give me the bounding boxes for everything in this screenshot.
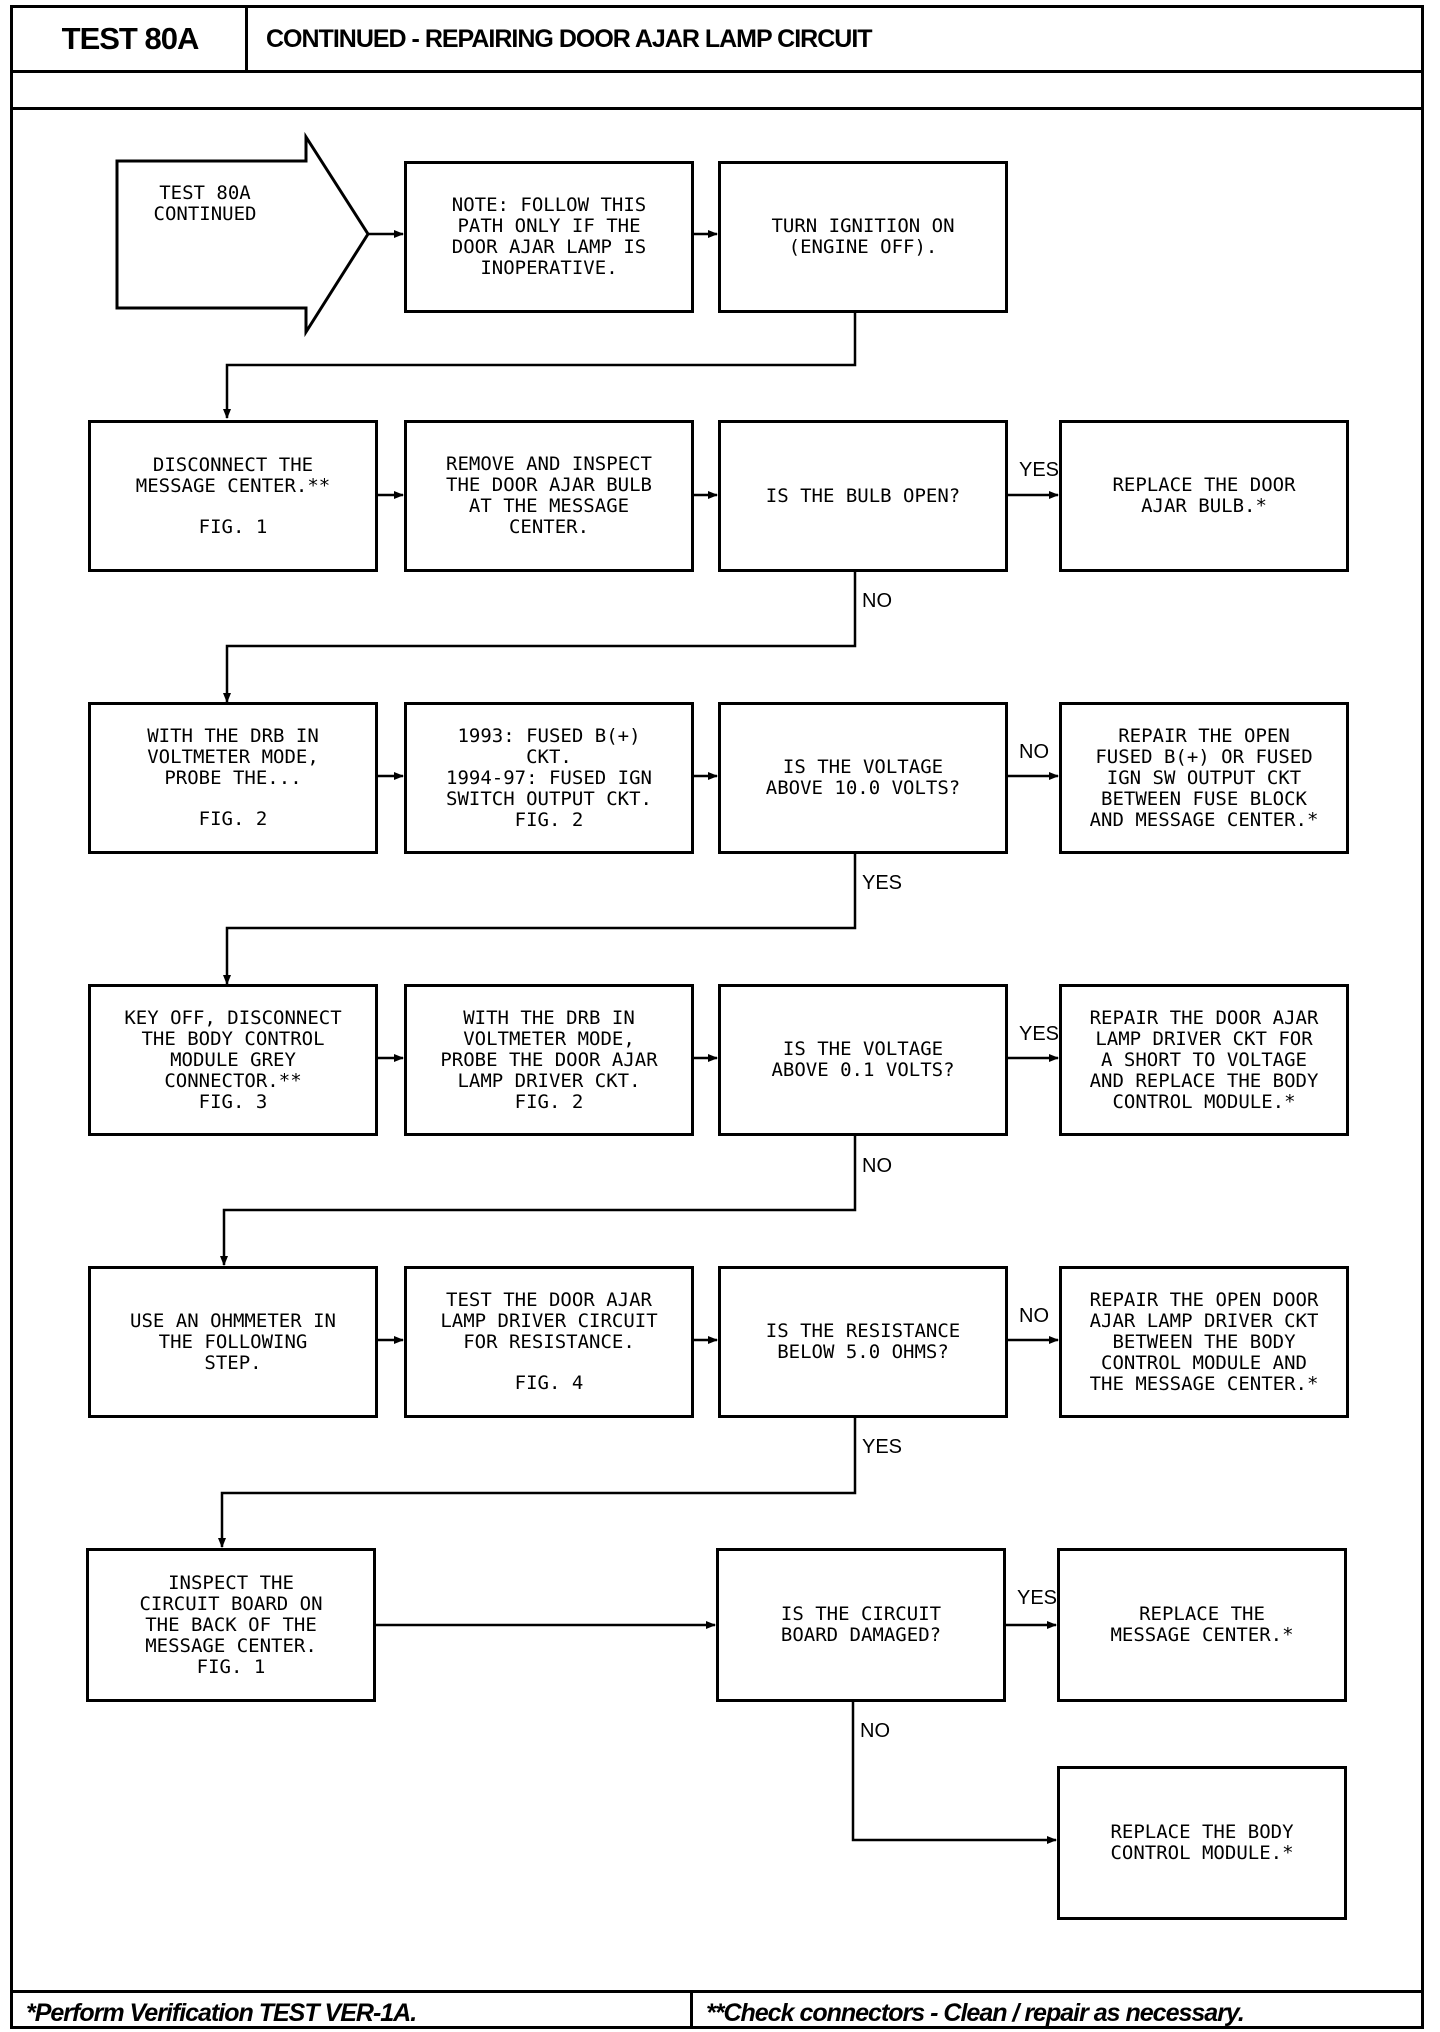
yes-label: YES xyxy=(1019,459,1060,481)
probe-lamp-driver-box: WITH THE DRB IN VOLTMETER MODE, PROBE TH… xyxy=(404,984,694,1136)
header-divider xyxy=(10,5,1424,73)
repair-open-driver-box: REPAIR THE OPEN DOOR AJAR LAMP DRIVER CK… xyxy=(1059,1266,1349,1418)
disconnect-message-center-box: DISCONNECT THE MESSAGE CENTER.** FIG. 1 xyxy=(88,420,378,572)
page-title: CONTINUED - REPAIRING DOOR AJAR LAMP CIR… xyxy=(266,24,873,53)
body-inner-border xyxy=(10,107,1424,1993)
fused-circuit-box: 1993: FUSED B(+) CKT. 1994-97: FUSED IGN… xyxy=(404,702,694,854)
no-label: NO xyxy=(862,590,892,612)
fig-reference: FIG. 4 xyxy=(514,1372,584,1394)
replace-bulb-box: REPLACE THE DOOR AJAR BULB.* xyxy=(1059,420,1349,572)
no-label: NO xyxy=(862,1155,892,1177)
repair-short-box: REPAIR THE DOOR AJAR LAMP DRIVER CKT FOR… xyxy=(1059,984,1349,1136)
no-label: NO xyxy=(1019,741,1049,763)
inspect-circuit-board-box: INSPECT THE CIRCUIT BOARD ON THE BACK OF… xyxy=(86,1548,376,1702)
bulb-open-question-box: IS THE BULB OPEN? xyxy=(718,420,1008,572)
key-off-disconnect-box: KEY OFF, DISCONNECT THE BODY CONTROL MOD… xyxy=(88,984,378,1136)
yes-label: YES xyxy=(1017,1587,1058,1609)
voltmeter-probe-box: WITH THE DRB IN VOLTMETER MODE, PROBE TH… xyxy=(88,702,378,854)
resistance-test-box: TEST THE DOOR AJAR LAMP DRIVER CIRCUIT F… xyxy=(404,1266,694,1418)
no-label: NO xyxy=(860,1720,890,1742)
start-label: TEST 80A CONTINUED xyxy=(153,182,257,225)
voltage-0-1-question-box: IS THE VOLTAGE ABOVE 0.1 VOLTS? xyxy=(718,984,1008,1136)
replace-message-center-box: REPLACE THE MESSAGE CENTER.* xyxy=(1057,1548,1347,1702)
footer-border xyxy=(10,1990,1424,2029)
footer-connectors-note: **Check connectors - Clean / repair as n… xyxy=(706,1998,1245,2027)
box-text: WITH THE DRB IN VOLTMETER MODE, PROBE TH… xyxy=(147,725,319,789)
voltage-10-question-box: IS THE VOLTAGE ABOVE 10.0 VOLTS? xyxy=(718,702,1008,854)
replace-body-control-module-box: REPLACE THE BODY CONTROL MODULE.* xyxy=(1057,1766,1347,1920)
box-text: TEST THE DOOR AJAR LAMP DRIVER CIRCUIT F… xyxy=(440,1289,658,1353)
no-label: NO xyxy=(1019,1305,1049,1327)
ohmmeter-box: USE AN OHMMETER IN THE FOLLOWING STEP. xyxy=(88,1266,378,1418)
inspect-bulb-box: REMOVE AND INSPECT THE DOOR AJAR BULB AT… xyxy=(404,420,694,572)
fig-reference: FIG. 2 xyxy=(198,808,268,830)
start-arrow-shape xyxy=(115,131,370,338)
footer-divider xyxy=(690,1990,693,2029)
yes-label: YES xyxy=(1019,1023,1060,1045)
repair-open-fused-box: REPAIR THE OPEN FUSED B(+) OR FUSED IGN … xyxy=(1059,702,1349,854)
ignition-on-box: TURN IGNITION ON (ENGINE OFF). xyxy=(718,161,1008,313)
test-number: TEST 80A xyxy=(15,8,248,70)
note-box: NOTE: FOLLOW THIS PATH ONLY IF THE DOOR … xyxy=(404,161,694,313)
box-text: DISCONNECT THE MESSAGE CENTER.** xyxy=(135,453,331,497)
resistance-question-box: IS THE RESISTANCE BELOW 5.0 OHMS? xyxy=(718,1266,1008,1418)
footer-verification-note: *Perform Verification TEST VER-1A. xyxy=(26,1998,417,2027)
fig-reference: FIG. 1 xyxy=(198,515,268,538)
yes-label: YES xyxy=(862,872,903,894)
yes-label: YES xyxy=(862,1436,903,1458)
board-damaged-question-box: IS THE CIRCUIT BOARD DAMAGED? xyxy=(716,1548,1006,1702)
